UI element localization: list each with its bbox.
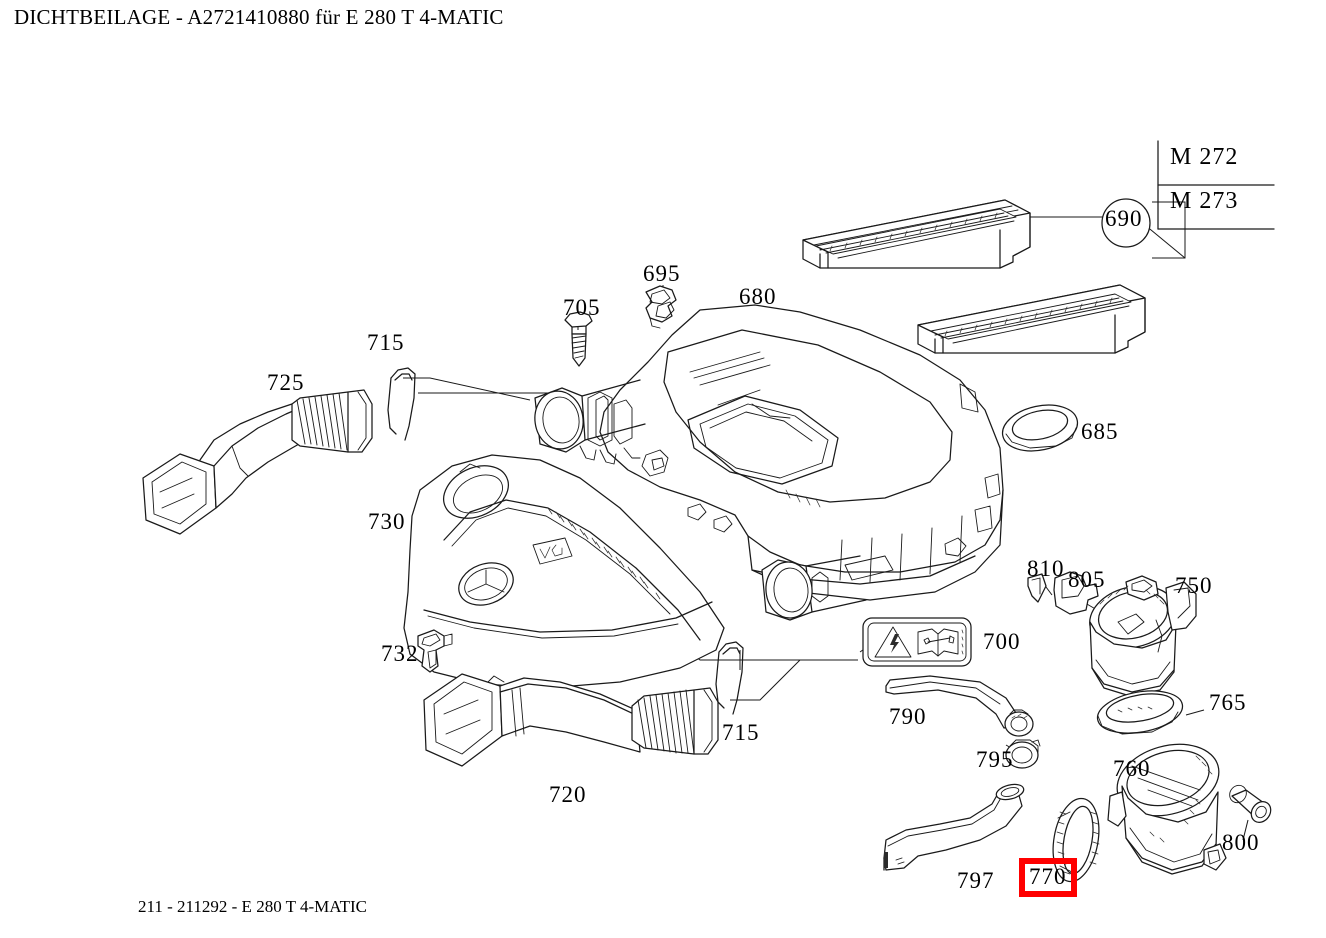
intake-duct-lower <box>423 673 719 767</box>
page-footer: 211 - 211292 - E 280 T 4-MATIC <box>138 897 368 916</box>
mercedes-star-emblem <box>458 562 514 606</box>
cover-clip-732 <box>417 629 453 673</box>
callout-800[interactable]: 800 <box>1222 830 1260 855</box>
intake-duct-upper <box>142 389 373 535</box>
callout-715-lower[interactable]: 715 <box>722 720 760 745</box>
service-warning-sticker <box>862 617 972 667</box>
callout-770-highlighted[interactable]: 770 <box>1019 858 1077 897</box>
callout-690[interactable]: 690 <box>1105 206 1143 231</box>
callout-725[interactable]: 725 <box>267 370 305 395</box>
bushing-800 <box>1229 784 1272 824</box>
clip-810 <box>1027 573 1047 603</box>
callout-695[interactable]: 695 <box>643 261 681 286</box>
air-filter-element-upper <box>802 199 1031 269</box>
callout-732[interactable]: 732 <box>381 641 419 666</box>
seal-ring-685 <box>1001 404 1079 452</box>
callout-810[interactable]: 810 <box>1027 556 1065 581</box>
mounting-screw <box>564 311 593 367</box>
v6-badge <box>532 537 573 565</box>
intake-flange-760 <box>1107 743 1227 875</box>
sensor-805 <box>1053 571 1099 615</box>
hose-clamp-795-upper <box>1004 709 1034 737</box>
callout-790[interactable]: 790 <box>889 704 927 729</box>
callout-750[interactable]: 750 <box>1175 573 1213 598</box>
callout-797[interactable]: 797 <box>957 868 995 893</box>
engine-cover <box>403 454 725 689</box>
air-filter-element-lower <box>917 284 1146 354</box>
hose-clamp-795-lower <box>1005 739 1041 769</box>
callout-circle-690 <box>1101 198 1151 248</box>
engine-code-table <box>1157 140 1275 230</box>
engine-code-m272: M 272 <box>1170 144 1239 170</box>
callout-795[interactable]: 795 <box>976 747 1014 772</box>
seal-ring-765 <box>1096 690 1184 735</box>
callout-680[interactable]: 680 <box>739 284 777 309</box>
callout-805[interactable]: 805 <box>1068 567 1106 592</box>
callout-715-upper[interactable]: 715 <box>367 330 405 355</box>
callout-700[interactable]: 700 <box>983 629 1021 654</box>
callout-730[interactable]: 730 <box>368 509 406 534</box>
spring-clip <box>645 285 677 329</box>
retaining-clip-upper <box>387 367 416 441</box>
page-title: DICHTBEILAGE - A2721410880 für E 280 T 4… <box>14 5 504 29</box>
airbox-housing <box>534 304 1004 621</box>
callout-765[interactable]: 765 <box>1209 690 1247 715</box>
callout-720[interactable]: 720 <box>549 782 587 807</box>
callout-705[interactable]: 705 <box>563 295 601 320</box>
retaining-clip-lower <box>715 641 744 715</box>
engine-code-m273: M 273 <box>1170 188 1239 214</box>
callout-685[interactable]: 685 <box>1081 419 1119 444</box>
air-hose-797 <box>883 783 1025 871</box>
maf-housing-750 <box>1089 575 1197 697</box>
callout-760[interactable]: 760 <box>1113 756 1151 781</box>
